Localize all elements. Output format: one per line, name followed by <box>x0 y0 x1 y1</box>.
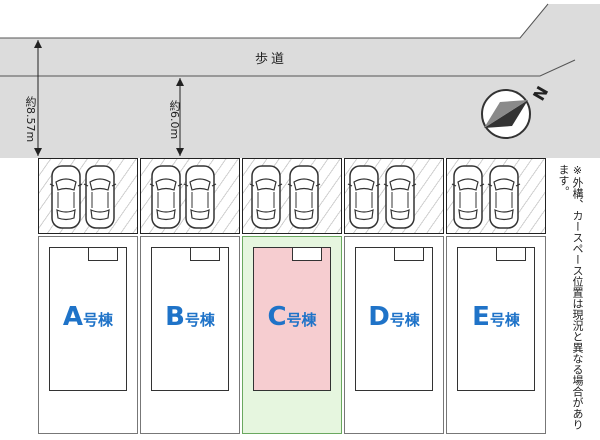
entrance-d <box>394 247 424 261</box>
lot-c: C号棟 <box>242 236 342 434</box>
lot-a: A号棟 <box>38 236 138 434</box>
house-b: B号棟 <box>151 247 229 391</box>
lot-d: D号棟 <box>344 236 444 434</box>
dimension-arrow-mid <box>176 78 184 156</box>
compass-icon <box>481 89 531 139</box>
house-e: E号棟 <box>457 247 535 391</box>
entrance-b <box>190 247 220 261</box>
house-label-c: C号棟 <box>267 302 317 332</box>
road-label: 歩道 <box>255 52 288 67</box>
dimension-label-left: 約8.57m <box>24 96 37 143</box>
disclaimer-note: ※外構、カースペース位置は現況と異なる場合があります。 <box>557 164 584 430</box>
entrance-e <box>496 247 526 261</box>
house-d: D号棟 <box>355 247 433 391</box>
house-label-a: A号棟 <box>62 302 114 332</box>
house-label-b: B号棟 <box>165 302 215 332</box>
car-icon <box>249 165 283 229</box>
car-icon <box>49 165 83 229</box>
car-icon <box>347 165 381 229</box>
lot-e: E号棟 <box>446 236 546 434</box>
car-icon <box>149 165 183 229</box>
entrance-a <box>88 247 118 261</box>
house-c: C号棟 <box>253 247 331 391</box>
car-icon <box>383 165 417 229</box>
car-icon <box>451 165 485 229</box>
house-label-d: D号棟 <box>368 302 420 332</box>
dimension-arrow-left <box>34 40 42 156</box>
car-icon <box>183 165 217 229</box>
house-a: A号棟 <box>49 247 127 391</box>
dimension-label-mid: 約6.0m <box>168 100 181 140</box>
house-label-e: E号棟 <box>472 302 520 332</box>
car-icon <box>487 165 521 229</box>
car-icon <box>83 165 117 229</box>
car-icon <box>287 165 321 229</box>
lot-b: B号棟 <box>140 236 240 434</box>
entrance-c <box>292 247 322 261</box>
